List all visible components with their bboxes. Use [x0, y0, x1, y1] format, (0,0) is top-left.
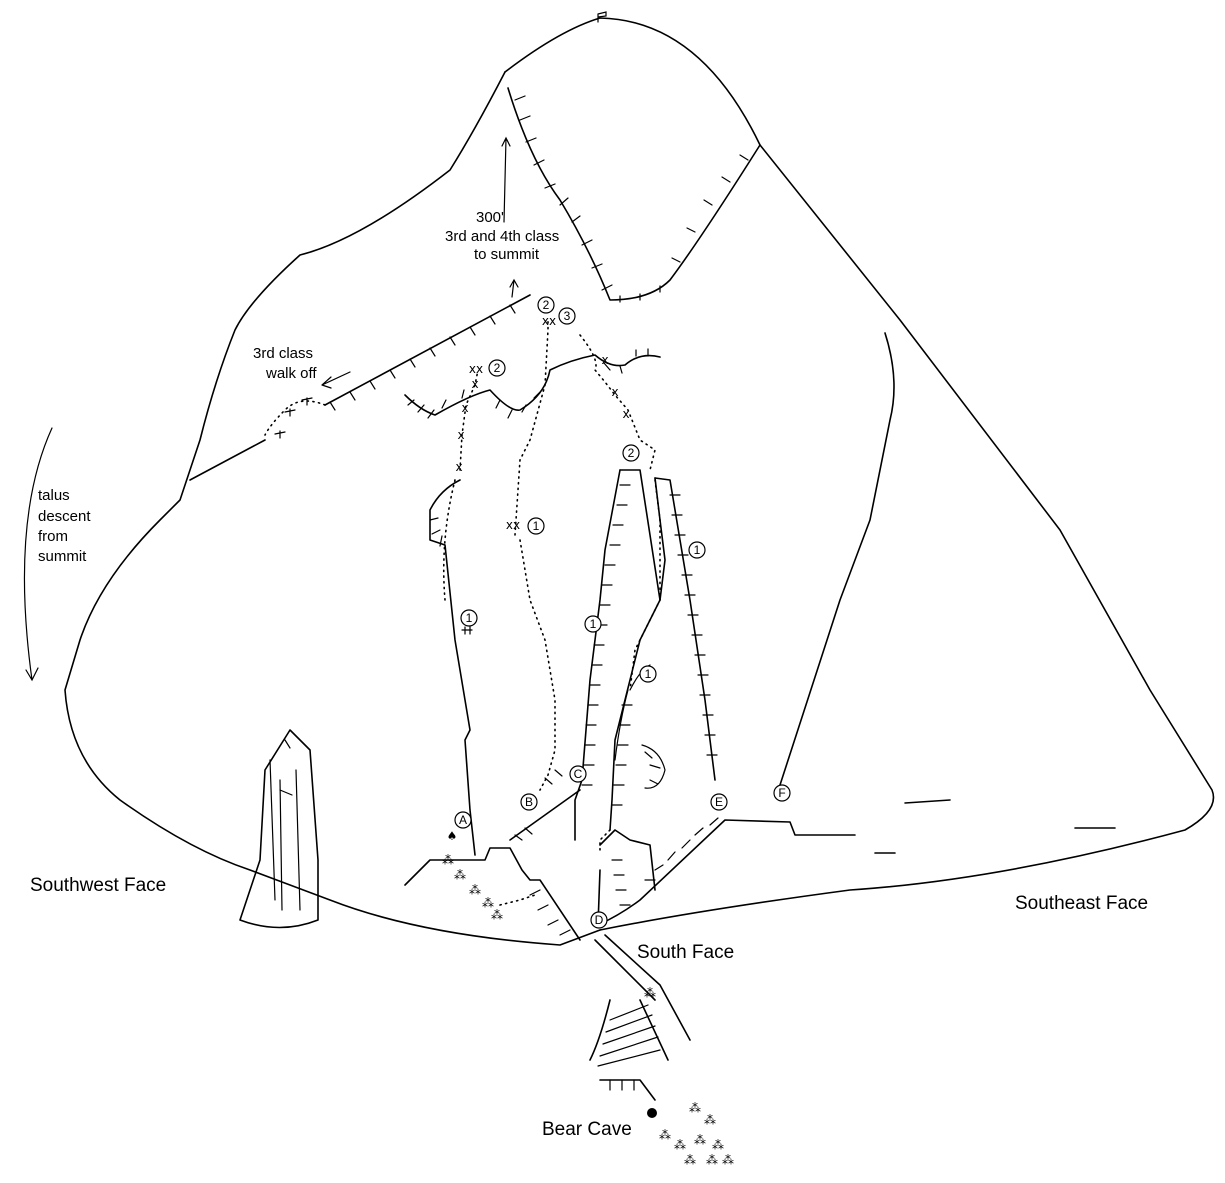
boulder-icon: ⁂ — [706, 1153, 718, 1167]
pitch-marker: 2 — [622, 444, 640, 462]
belay-anchor: x — [471, 377, 478, 391]
boulder-icon: ⁂ — [704, 1113, 716, 1127]
walkoff-ledge — [189, 294, 531, 481]
svg-text:3: 3 — [564, 309, 571, 323]
route-marker-d: D — [590, 911, 608, 929]
pitch-marker: 1 — [639, 665, 657, 683]
pitch-marker: 1 — [527, 517, 545, 535]
belay-anchor: xx — [542, 314, 556, 328]
talus-note-line: from — [38, 528, 68, 545]
belay-anchor: xx — [506, 518, 520, 532]
svg-text:F: F — [778, 786, 785, 800]
svg-text:1: 1 — [466, 611, 473, 625]
belay-anchor: x — [457, 428, 464, 442]
summit-arrows — [501, 136, 519, 298]
belay-anchor: x — [601, 353, 608, 367]
boulder-field: ♠ ⁂ ⁂ ⁂ ⁂ ⁂ ⁂ ⁂ ⁂ ⁂ ⁂ ⁂ ⁂ ⁂ ⁂ ⁂ — [442, 829, 734, 1167]
boulder-icon: ⁂ — [454, 868, 466, 882]
boulder-icon: ⁂ — [482, 896, 494, 910]
pitch-marker: 1 — [688, 541, 706, 559]
boulder-icon: ⁂ — [491, 908, 503, 922]
upper-ledge — [404, 348, 661, 419]
boulder-icon: ⁂ — [694, 1133, 706, 1147]
svg-text:1: 1 — [694, 543, 701, 557]
route-marker-f: F — [773, 784, 791, 802]
boulder-icon: ⁂ — [469, 883, 481, 897]
walkoff-note-line: walk off — [265, 365, 317, 382]
pitch-marker: 3 — [558, 307, 576, 325]
belay-anchor: x — [622, 407, 629, 421]
route-marker-e: E — [710, 793, 728, 811]
svg-text:1: 1 — [590, 617, 597, 631]
summit-note-line: to summit — [474, 246, 540, 263]
boulder-icon: ⁂ — [712, 1138, 724, 1152]
right-pillar — [641, 477, 718, 789]
boulder-icon: ⁂ — [644, 986, 656, 1000]
pitch-marker: 2 — [488, 359, 506, 377]
svg-text:D: D — [595, 913, 604, 927]
pitch-markers: 2 3 2 2 1 1 1 1 1 — [460, 296, 706, 683]
southwest-face-label: Southwest Face — [30, 875, 166, 896]
svg-text:1: 1 — [645, 667, 652, 681]
svg-text:2: 2 — [628, 446, 635, 460]
tree-icon: ♠ — [447, 829, 458, 843]
talus-note-line: descent — [38, 508, 91, 525]
route-marker-a: A — [454, 811, 472, 829]
left-buttress — [429, 479, 476, 856]
talus-arrow — [23, 427, 53, 682]
route-marker-c: C — [569, 765, 587, 783]
southeast-face-label: Southeast Face — [1015, 893, 1148, 914]
route-lines — [442, 319, 661, 906]
summit-note-line: 300' — [476, 209, 504, 226]
svg-text:2: 2 — [494, 361, 501, 375]
route-markers: A B C D E F — [454, 765, 791, 929]
belay-anchor: x — [611, 385, 618, 399]
svg-text:A: A — [459, 813, 467, 827]
boulder-icon: ⁂ — [659, 1128, 671, 1142]
summit-flag-icon — [597, 11, 607, 23]
detached-pillar — [239, 729, 319, 929]
boulder-icon: ⁂ — [722, 1153, 734, 1167]
central-pillar — [574, 469, 661, 841]
svg-text:1: 1 — [533, 519, 540, 533]
route-marker-b: B — [520, 793, 538, 811]
belay-anchor: x — [461, 401, 468, 415]
talus-note-line: talus — [38, 487, 70, 504]
south-face-label: South Face — [637, 942, 734, 963]
pitch-marker: 1 — [460, 609, 478, 627]
bear-cave-label: Bear Cave — [542, 1119, 632, 1140]
approach-gully — [589, 934, 691, 1101]
pitch-marker: 1 — [584, 615, 602, 633]
svg-text:2: 2 — [543, 298, 550, 312]
ridge-f — [779, 332, 895, 786]
base-ledges — [404, 769, 1116, 941]
svg-text:E: E — [715, 795, 723, 809]
pitch-marker: 2 — [537, 296, 555, 314]
walkoff-arrow — [321, 371, 351, 389]
belay-anchor: x — [455, 460, 462, 474]
mountain-outline — [64, 11, 1215, 946]
bear-cave-icon — [647, 1108, 657, 1118]
belay-anchor: xx — [469, 362, 483, 376]
boulder-icon: ⁂ — [442, 853, 454, 867]
belay-marks: xx x x x x xx xx x x x — [455, 314, 629, 532]
boulder-icon: ⁂ — [689, 1101, 701, 1115]
walkoff-note-line: 3rd class — [253, 345, 313, 362]
boulder-icon: ⁂ — [684, 1153, 696, 1167]
labels: Southwest Face South Face Southeast Face… — [30, 209, 1148, 1140]
svg-text:B: B — [525, 795, 533, 809]
summit-note-line: 3rd and 4th class — [445, 228, 559, 245]
talus-note-line: summit — [38, 548, 87, 565]
svg-text:C: C — [574, 767, 583, 781]
boulder-icon: ⁂ — [674, 1138, 686, 1152]
summit-buttress — [507, 87, 761, 303]
